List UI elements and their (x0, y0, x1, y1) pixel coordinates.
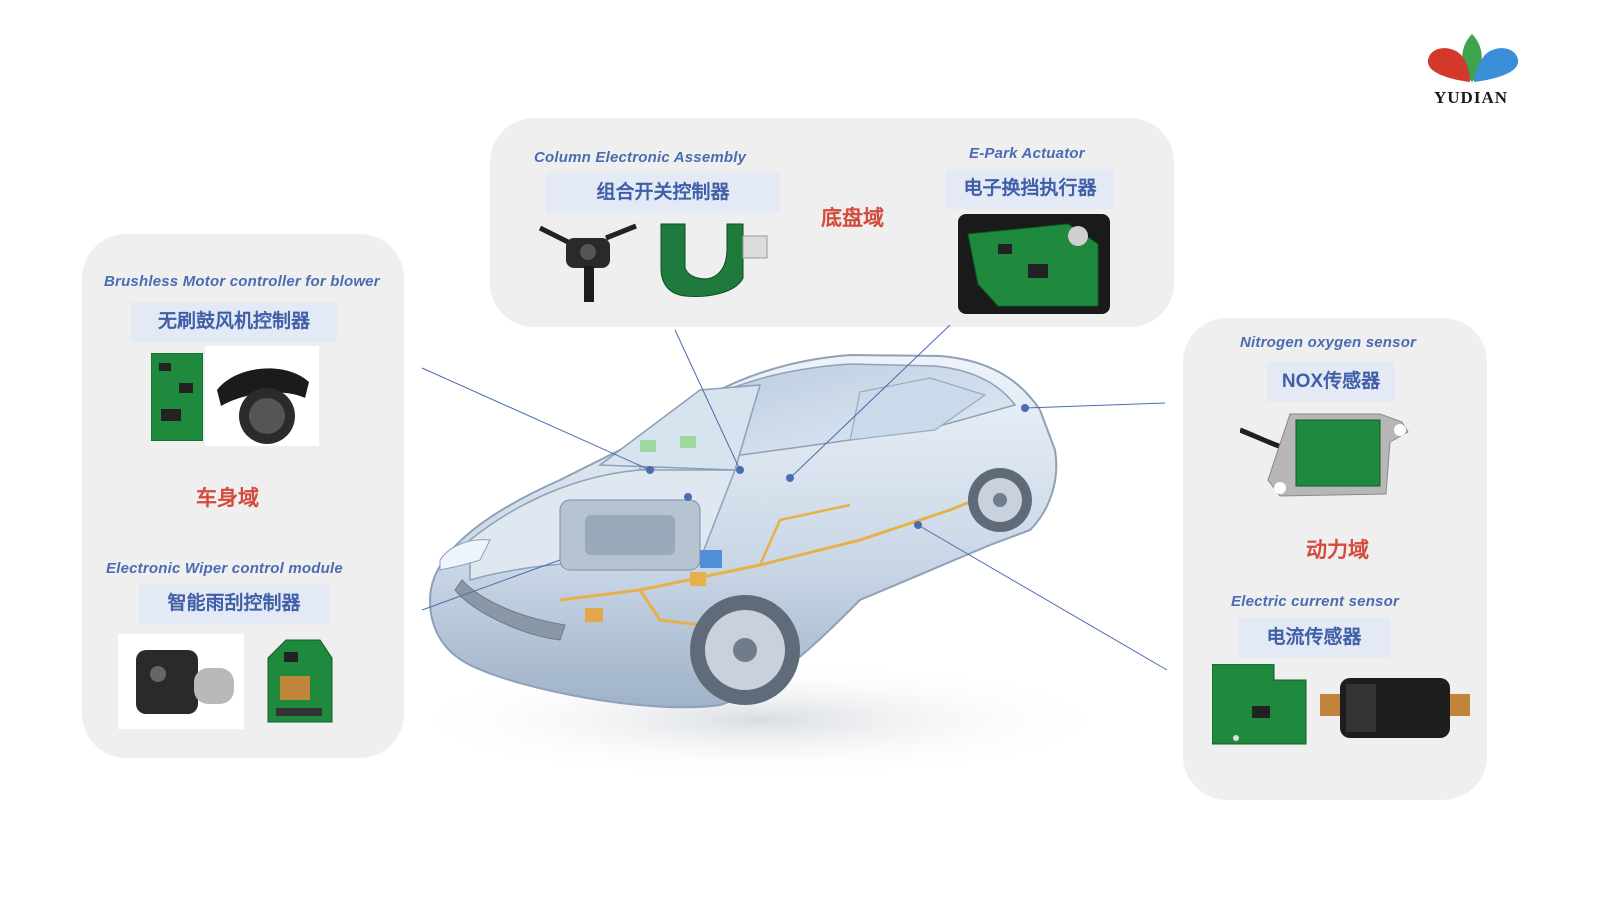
blower-controller-en-label: Brushless Motor controller for blower (104, 273, 380, 290)
pcb-board-icon (660, 223, 768, 297)
nox-sensor-icon (1240, 413, 1409, 497)
blower-motor-icon (205, 346, 319, 446)
wiper-module-en-label: Electronic Wiper control module (106, 560, 343, 577)
wiper-pcb-icon (267, 639, 333, 723)
epark-actuator-en-label: E-Park Actuator (969, 145, 1085, 162)
logo-text: YUDIAN (1434, 88, 1508, 107)
epark-actuator-cn-label: 电子换挡执行器 (946, 169, 1114, 209)
pcb-board-icon (151, 353, 203, 441)
column-assembly-en-label: Column Electronic Assembly (534, 149, 747, 166)
wiper-module-cn-label: 智能雨刮控制器 (139, 584, 329, 624)
wiper-motor-icon (118, 634, 244, 729)
blower-controller-cn-label: 无刷鼓风机控制器 (131, 302, 337, 342)
column-switch-icon (538, 223, 637, 302)
chassis-domain-label: 底盘域 (821, 207, 884, 230)
current-sensor-cn-label: 电流传感器 (1238, 618, 1390, 658)
current-sensor-en-label: Electric current sensor (1231, 593, 1400, 610)
nox-sensor-en-label: Nitrogen oxygen sensor (1240, 334, 1417, 351)
yudian-logo-icon (1427, 34, 1519, 82)
nox-sensor-cn-label: NOX传感器 (1267, 362, 1395, 402)
current-sensor-icon (1320, 678, 1470, 738)
current-sensor-pcb-icon (1212, 664, 1307, 745)
power-domain-label: 动力域 (1306, 539, 1369, 562)
column-assembly-cn-label: 组合开关控制器 (546, 173, 780, 213)
body-domain-label: 车身域 (196, 487, 259, 510)
epark-actuator-icon (958, 214, 1110, 314)
